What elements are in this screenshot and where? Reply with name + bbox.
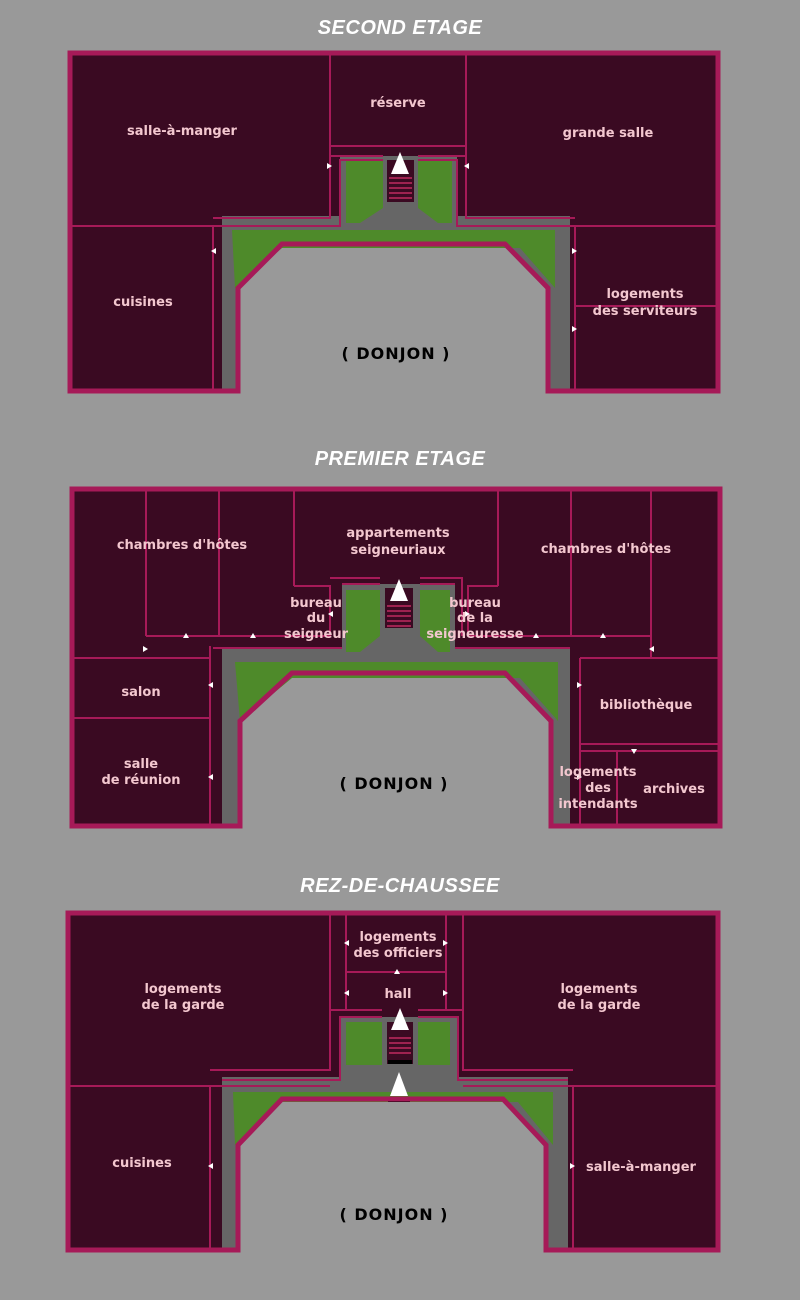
room-logements-serviteurs-line2: des serviteurs <box>593 304 698 319</box>
donjon-label: ( DONJON ) <box>340 1205 449 1224</box>
garden-right <box>418 1022 450 1065</box>
garden-left <box>346 590 380 652</box>
room-cuisines: cuisines <box>113 295 173 310</box>
garden-left <box>346 1022 382 1065</box>
corridor <box>222 584 570 826</box>
room-appartements-line2: seigneuriaux <box>351 543 447 558</box>
donjon-label: ( DONJON ) <box>342 344 451 363</box>
garden-left <box>346 161 383 223</box>
floor-plan-second: salle-à-manger réserve grande salle cuis… <box>67 50 721 394</box>
garden-right <box>420 590 450 652</box>
room-salle-a-manger: salle-à-manger <box>586 1160 696 1175</box>
stairs-up-arrow-icon <box>390 579 408 601</box>
room-logements-intendants-line2: des <box>585 781 611 796</box>
room-bureau-seigneuresse-line2: de la <box>457 611 493 626</box>
floor-title-rez: REZ-DE-CHAUSSEE <box>300 875 500 897</box>
room-reserve: réserve <box>370 96 426 111</box>
room-chambres-hotes-left: chambres d'hôtes <box>117 538 248 553</box>
outer-wall <box>69 486 723 829</box>
room-hall: hall <box>385 987 412 1002</box>
room-logements-garde-right-line2: de la garde <box>557 998 640 1013</box>
room-cuisines: cuisines <box>112 1156 172 1171</box>
stairs-up-arrow-icon <box>391 152 409 174</box>
room-appartements-line1: appartements <box>346 526 449 541</box>
floor-title-second: SECOND ETAGE <box>317 17 483 39</box>
room-logements-serviteurs-line1: logements <box>606 287 683 302</box>
room-chambres-hotes-right: chambres d'hôtes <box>541 542 672 557</box>
room-bureau-seigneur-line1: bureau <box>290 596 342 611</box>
room-logements-intendants-line3: intendants <box>558 797 638 812</box>
floor-title-premier: PREMIER ETAGE <box>314 448 486 470</box>
room-logements-garde-left-line1: logements <box>144 982 221 997</box>
room-bureau-seigneur-line2: du <box>307 611 326 626</box>
room-bureau-seigneuresse-line3: seigneuresse <box>426 627 523 642</box>
room-archives: archives <box>643 782 705 797</box>
room-logements-garde-right-line1: logements <box>560 982 637 997</box>
room-bibliotheque: bibliothèque <box>600 698 693 713</box>
outer-wall <box>67 50 721 394</box>
room-logements-officiers-line1: logements <box>359 930 436 945</box>
outer-wall <box>65 910 721 1253</box>
floor-plan-premier: chambres d'hôtes appartements seigneuria… <box>69 486 723 829</box>
room-logements-officiers-line2: des officiers <box>354 946 443 961</box>
room-logements-intendants-line1: logements <box>559 765 636 780</box>
courtyard-garden <box>232 230 555 288</box>
entrance-arrow-icon <box>390 1072 408 1096</box>
room-logements-garde-left-line2: de la garde <box>141 998 224 1013</box>
room-salon: salon <box>121 685 160 700</box>
room-bureau-seigneur-line3: seigneur <box>284 627 349 642</box>
room-salle-reunion-line1: salle <box>124 757 158 772</box>
room-salle-a-manger: salle-à-manger <box>127 124 237 139</box>
courtyard-garden <box>235 662 558 721</box>
courtyard-garden <box>233 1092 553 1145</box>
floor-plan-rez: logements des officiers hall logements d… <box>65 910 721 1253</box>
corridor <box>222 156 570 391</box>
donjon-label: ( DONJON ) <box>340 774 449 793</box>
room-bureau-seigneuresse-line1: bureau <box>449 596 501 611</box>
room-salle-reunion-line2: de réunion <box>101 773 180 788</box>
stairs-up-arrow-icon <box>391 1008 409 1030</box>
room-grande-salle: grande salle <box>563 126 654 141</box>
garden-right <box>418 161 452 223</box>
